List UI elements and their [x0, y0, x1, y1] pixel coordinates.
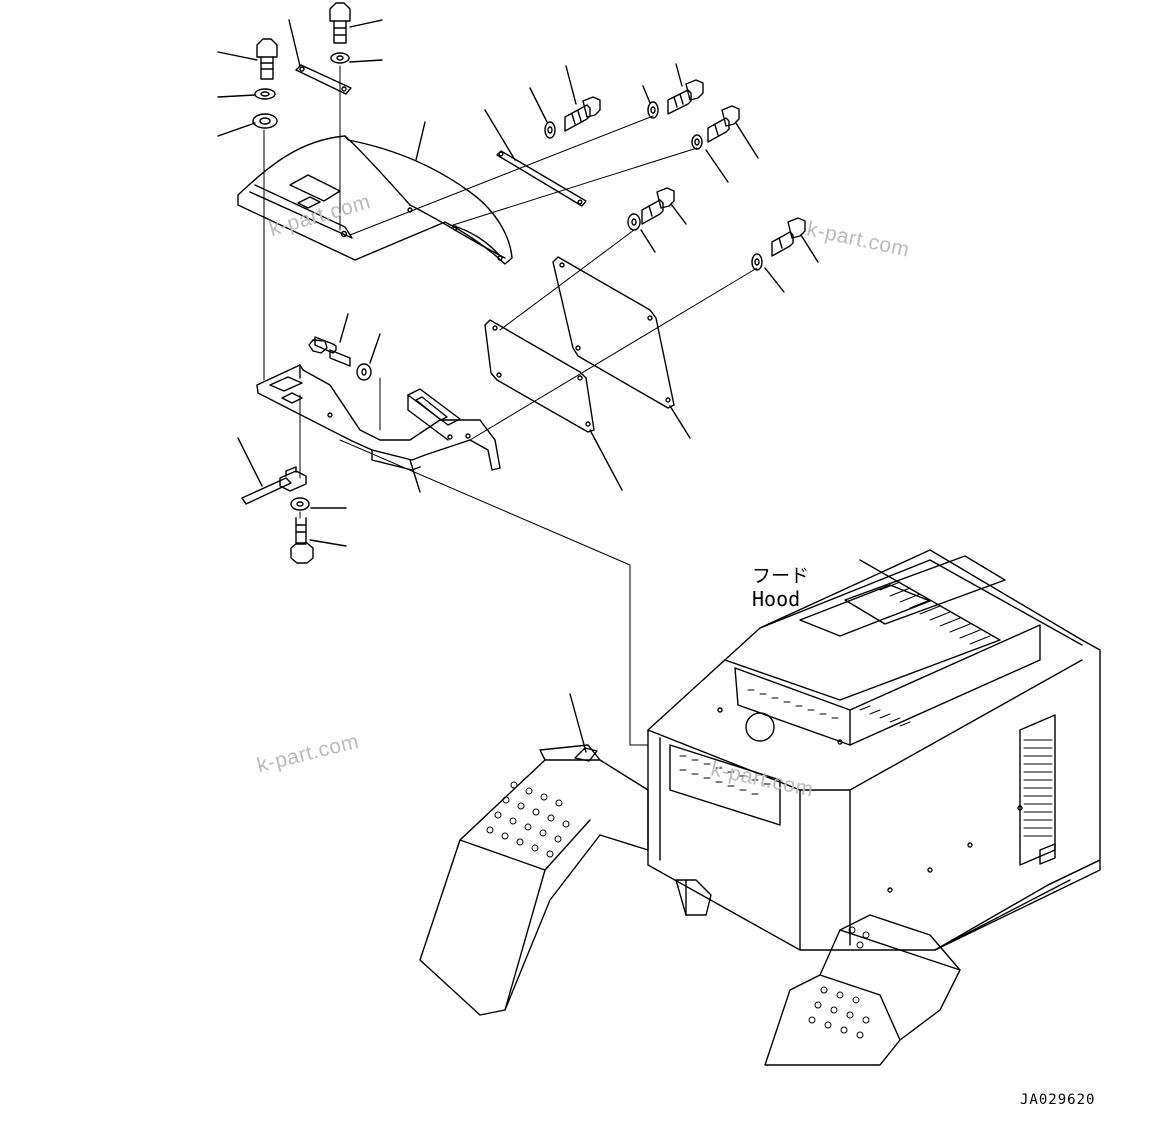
step-bottom — [765, 915, 960, 1065]
bolt-mid-4 — [642, 188, 686, 224]
washer-mid-3 — [692, 135, 728, 182]
bolt-mid-1 — [565, 66, 600, 131]
lower-bracket — [257, 365, 500, 492]
cover-plate-rear — [553, 257, 690, 438]
hood-label-en: Hood — [752, 587, 801, 611]
lower-linkage — [676, 880, 711, 915]
washer-right — [752, 254, 784, 292]
washer-lower — [291, 498, 346, 510]
washer-left-1 — [218, 89, 275, 99]
drawing-code: JA029620 — [1020, 1092, 1096, 1108]
washer-left-2 — [218, 114, 277, 136]
washer-center-top — [331, 53, 382, 63]
bolt-lower-mid — [309, 314, 350, 366]
bolt-lower — [291, 518, 346, 563]
bracket-strip-top — [289, 20, 351, 94]
hood-label-jp: フード — [752, 565, 810, 587]
bolt-mid-2 — [668, 64, 703, 114]
washer-mid-2 — [643, 86, 658, 118]
step-left — [420, 694, 648, 1015]
bolt-center-top — [330, 3, 382, 43]
lever-handle — [238, 438, 306, 504]
bolt-mid-3 — [708, 106, 758, 158]
step-bottom-holes — [809, 927, 869, 1038]
top-cover — [238, 122, 512, 264]
bolt-left-top — [218, 39, 277, 79]
bolt-right — [772, 218, 818, 262]
strip-bracket-middle — [485, 110, 586, 206]
washer-lower-mid — [357, 334, 380, 380]
machine-hood — [648, 550, 1100, 950]
alignment-lines — [264, 66, 757, 745]
step-left-holes — [487, 782, 569, 857]
cover-plate-front — [485, 320, 622, 490]
grille-vents — [680, 582, 1052, 836]
washer-mid-1 — [530, 88, 555, 138]
